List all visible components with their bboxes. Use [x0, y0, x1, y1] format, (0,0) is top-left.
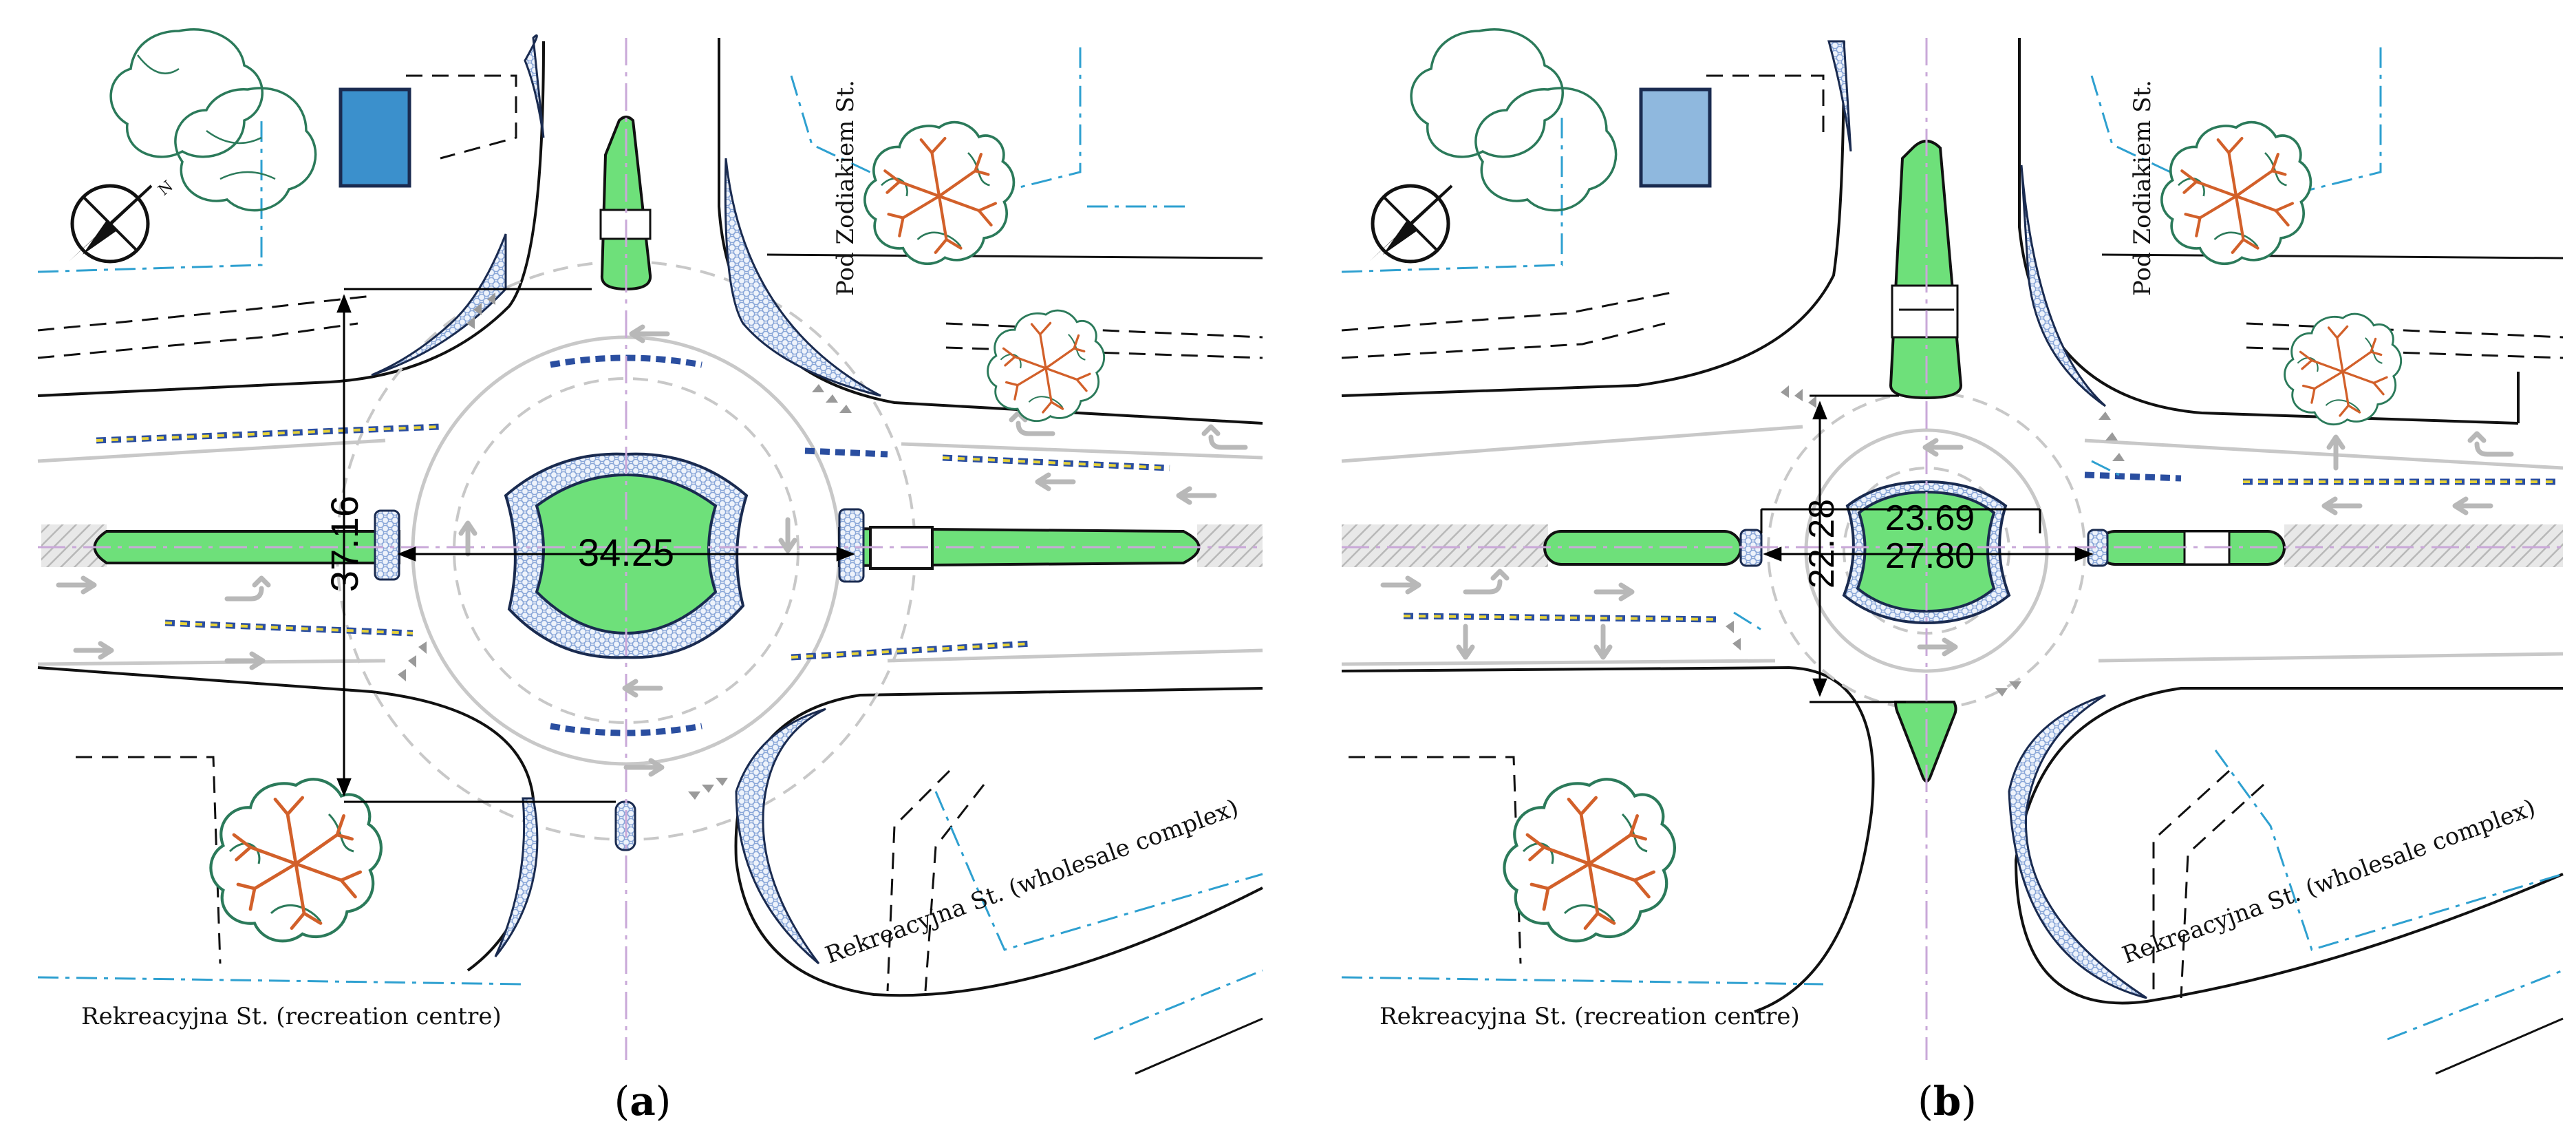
street-label-southwest-a: Rekreacyjna St. (recreation centre)	[81, 1003, 502, 1030]
street-label-north-b: Pod Zodiakiem St.	[2129, 80, 2156, 296]
street-label-southwest-b: Rekreacyjna St. (recreation centre)	[1380, 1003, 1800, 1030]
dim-apron-diameter-b: 27.80	[1885, 536, 1975, 576]
north-arrow-icon	[1369, 184, 1453, 264]
panel-caption-a: (a)	[614, 1078, 672, 1125]
dim-island-diameter-a: 34.25	[578, 531, 674, 574]
street-label-southeast-b: Rekreacyjna St. (wholesale complex)	[2118, 794, 2539, 970]
dim-outer-diameter-a: 37.16	[323, 496, 366, 592]
dim-island-diameter-b: 23.69	[1885, 498, 1975, 538]
panel-a: N 37.16 34.25 Pod Zodiakiem St. Rekreacy…	[37, 28, 1263, 1125]
street-label-southeast-a: Rekreacyjna St. (wholesale complex)	[822, 794, 1242, 970]
panel-caption-b: (b)	[1918, 1078, 1977, 1125]
panel-b: 22.28 23.69 27.80 Pod Zodiakiem St. Rekr…	[1341, 28, 2564, 1125]
dim-outer-diameter-b: 22.28	[1802, 499, 1842, 588]
north-arrow-icon: N	[69, 178, 177, 264]
svg-text:N: N	[155, 178, 177, 200]
street-label-north-a: Pod Zodiakiem St.	[832, 80, 859, 296]
